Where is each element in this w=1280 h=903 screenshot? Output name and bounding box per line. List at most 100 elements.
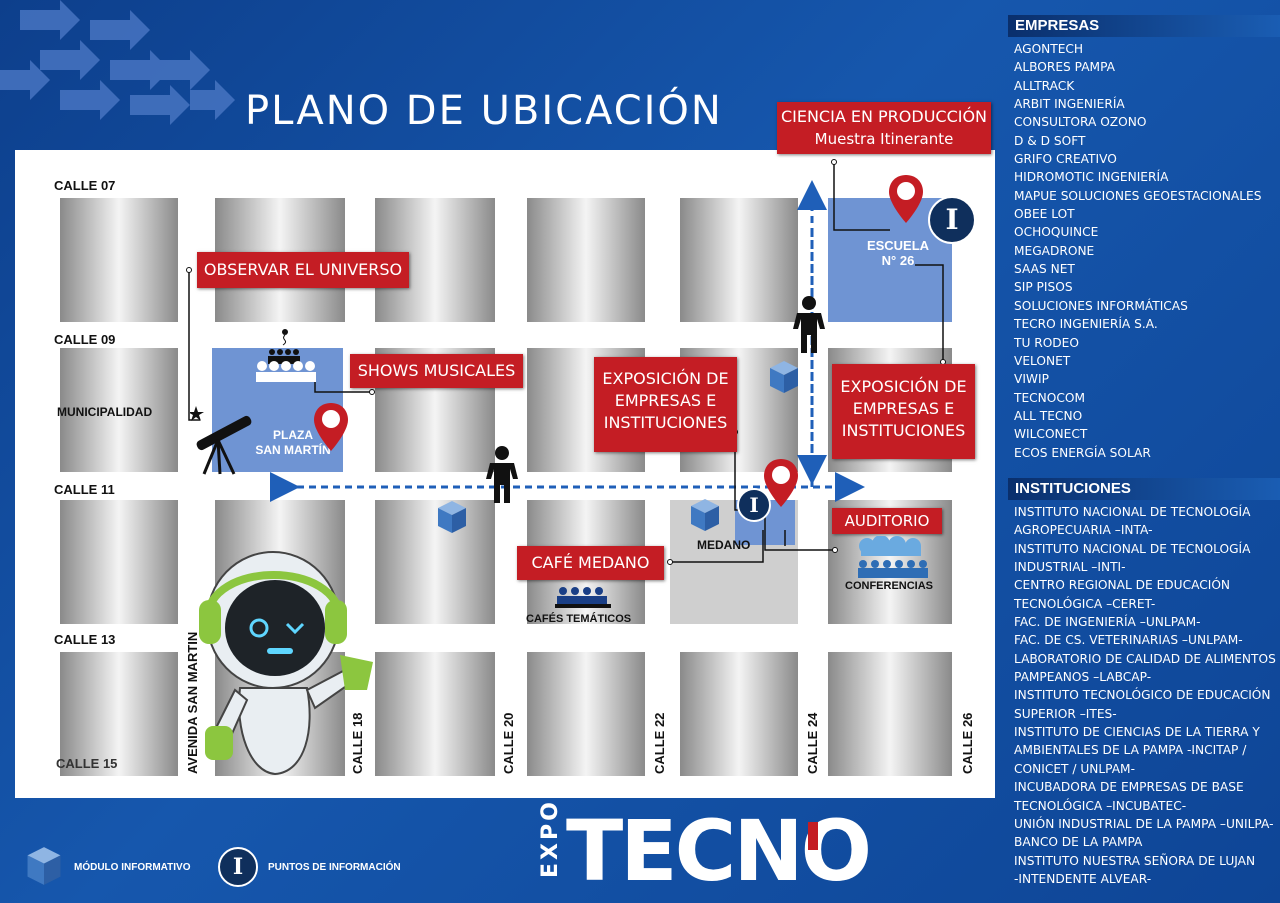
empresa-item: ALBORES PAMPA (1014, 60, 1115, 75)
info-module-cube-icon (691, 499, 719, 531)
empresa-item: TECRO INGENIERÍA S.A. (1014, 317, 1158, 332)
decorative-arrows (0, 0, 235, 125)
page-title: PLANO DE UBICACIÓN (245, 88, 723, 134)
empresa-item: ECOS ENERGÍA SOLAR (1014, 445, 1151, 460)
info-module-cube-icon (438, 501, 466, 533)
logo-expo-text: EXPO (538, 799, 563, 878)
empresa-item: VIWIP (1014, 372, 1049, 387)
institucion-item: INSTITUTO NACIONAL DE TECNOLOGÍA (1014, 505, 1251, 519)
institucion-item: SUPERIOR –ITES- (1014, 706, 1117, 721)
institucion-item: -INTENDENTE ALVEAR- (1014, 871, 1152, 886)
info-point-icon: I (218, 847, 258, 887)
expo-left-line1: EXPOSICIÓN DE (602, 369, 729, 388)
empresa-item: OCHOQUINCE (1014, 225, 1099, 240)
info-module-cube-icon (770, 361, 798, 393)
institucion-item: INCUBADORA DE EMPRESAS DE BASE (1014, 780, 1244, 795)
institucion-item: INSTITUTO DE CIENCIAS DE LA TIERRA Y (1014, 725, 1260, 740)
legend-modulo-informativo: MÓDULO INFORMATIVO (74, 862, 191, 873)
escuela-label: ESCUELA N° 26 (853, 238, 943, 268)
robot-mascot-illustration (199, 551, 373, 776)
institucion-item: PAMPEANOS –LABCAP- (1014, 670, 1152, 685)
location-pin-icon (764, 459, 798, 507)
expo-tecno-logo: EXPO TECNO (538, 799, 872, 900)
empresa-item: TU RODEO (1014, 335, 1079, 350)
empresa-item: SOLUCIONES INFORMÁTICAS (1014, 298, 1188, 313)
institucion-item: AMBIENTALES DE LA PAMPA -INCITAP / (1014, 743, 1247, 758)
info-module-cube-icon (27, 847, 61, 885)
pedestrian-icon (486, 446, 518, 503)
empresa-item: WILCONECT (1014, 427, 1088, 442)
telescope-icon (190, 406, 252, 475)
audience-icon (256, 329, 316, 382)
cafes-tematicos-label: CAFÉS TEMÁTICOS (526, 613, 632, 625)
cafe-audience-icon (555, 587, 611, 608)
institucion-item: INSTITUTO TECNOLÓGICO DE EDUCACIÓN (1014, 688, 1271, 703)
block (680, 652, 798, 776)
plaza-label-line1: PLAZA (273, 428, 313, 442)
empresas-heading: EMPRESAS (1008, 15, 1280, 37)
empresa-item: AGONTECH (1014, 42, 1084, 56)
shows-musicales-label[interactable]: SHOWS MUSICALES (350, 354, 523, 388)
medano-label: MEDANO (697, 538, 751, 552)
location-pin-icon (889, 175, 923, 223)
expo-right-line3: INSTITUCIONES (841, 421, 966, 440)
expo-left-label[interactable]: EXPOSICIÓN DE EMPRESAS E INSTITUCIONES (594, 357, 737, 452)
legend-puntos-de-informacion: PUNTOS DE INFORMACIÓN (268, 862, 401, 873)
institucion-item: UNIÓN INDUSTRIAL DE LA PAMPA –UNILPA- (1014, 816, 1274, 831)
escuela-label-line1: ESCUELA (866, 238, 930, 253)
empresa-item: ARBIT INGENIERÍA (1014, 97, 1125, 112)
expo-right-label[interactable]: EXPOSICIÓN DE EMPRESAS E INSTITUCIONES (832, 364, 975, 459)
ciencia-en-produccion-label[interactable]: CIENCIA EN PRODUCCIÓN Muestra Itinerante (777, 102, 991, 154)
instituciones-heading: INSTITUCIONES (1008, 478, 1280, 500)
block (680, 198, 798, 322)
conference-icon (858, 536, 928, 578)
empresa-item: ALLTRACK (1014, 78, 1075, 93)
ciencia-line1: CIENCIA EN PRODUCCIÓN (780, 107, 988, 126)
institucion-item: INSTITUTO NUESTRA SEÑORA DE LUJAN (1014, 853, 1256, 868)
expo-left-line3: INSTITUCIONES (603, 413, 728, 432)
empresa-item: SIP PISOS (1014, 280, 1073, 295)
block (828, 652, 952, 776)
location-pin-icon (314, 403, 348, 451)
block (375, 652, 495, 776)
ciencia-line2: Muestra Itinerante (814, 130, 954, 148)
empresa-item: SAAS NET (1014, 262, 1075, 277)
empresas-list: AGONTECH ALBORES PAMPA ALLTRACK ARBIT INGEN… (1014, 40, 1261, 462)
street-calle-07: CALLE 07 (54, 178, 116, 193)
auditorio-label[interactable]: AUDITORIO (832, 508, 942, 534)
institucion-item: CENTRO REGIONAL DE EDUCACIÓN (1014, 578, 1231, 593)
block (527, 652, 645, 776)
block (527, 198, 645, 322)
institucion-item: INDUSTRIAL –INTI- (1014, 560, 1126, 575)
block (375, 500, 495, 624)
institucion-item: LABORATORIO DE CALIDAD DE ALIMENTOS (1014, 651, 1276, 666)
street-calle-15: CALLE 15 (56, 756, 118, 771)
empresa-item: MEGADRONE (1014, 243, 1095, 258)
expo-right-line1: EXPOSICIÓN DE (840, 377, 967, 396)
empresa-item: MAPUE SOLUCIONES GEOESTACIONALES (1014, 188, 1262, 203)
municipalidad-label: MUNICIPALIDAD (57, 405, 153, 419)
map-area: CALLE 07 CALLE 09 MUNICIPALIDAD CALLE 11… (15, 102, 995, 798)
institucion-item: FAC. DE INGENIERÍA –UNLPAM- (1014, 615, 1201, 630)
empresa-item: CONSULTORA OZONO (1014, 115, 1147, 130)
empresa-item: HIDROMOTIC INGENIERÍA (1014, 170, 1169, 185)
institucion-item: BANCO DE LA PAMPA (1014, 835, 1143, 850)
empresa-item: TECNOCOM (1014, 390, 1085, 405)
observar-universo-label[interactable]: OBSERVAR EL UNIVERSO (197, 252, 409, 288)
expo-left-line2: EMPRESAS E (614, 391, 717, 410)
empresa-item: ALL TECNO (1014, 408, 1083, 423)
logo-tecno-text: TECNO (566, 802, 872, 900)
institucion-item: FAC. DE CS. VETERINARIAS –UNLPAM- (1014, 633, 1243, 648)
cafe-medano-label[interactable]: CAFÉ MEDANO (517, 546, 664, 580)
empresa-item: VELONET (1014, 353, 1071, 368)
street-calle-09: CALLE 09 (54, 332, 116, 347)
block (60, 500, 178, 624)
escuela-label-line2: N° 26 (881, 253, 915, 268)
pedestrian-icon (793, 296, 825, 353)
street-calle-13: CALLE 13 (54, 632, 116, 647)
plaza-label: PLAZA SAN MARTÍN (247, 428, 339, 458)
block (60, 348, 178, 472)
empresa-item: D & D SOFT (1014, 133, 1086, 148)
empresa-item: OBEE LOT (1014, 207, 1075, 222)
